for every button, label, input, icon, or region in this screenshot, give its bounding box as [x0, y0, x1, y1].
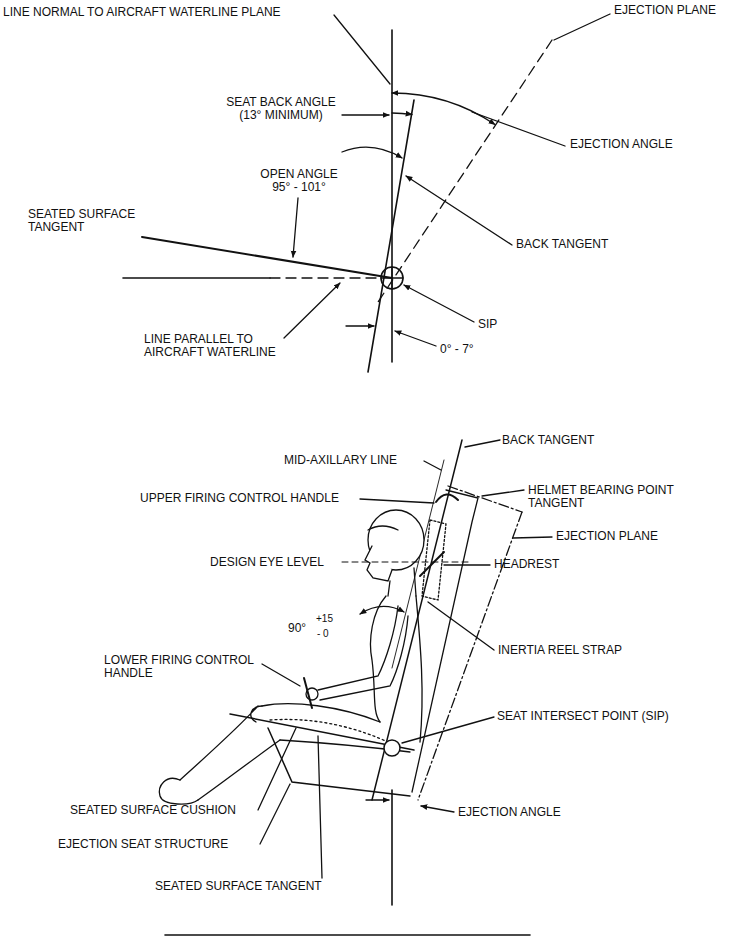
back-tangent-line	[372, 440, 462, 800]
leader-line	[465, 440, 500, 447]
leader-line	[318, 736, 322, 878]
callout-label: 0° - 7°	[440, 343, 520, 356]
leader-line	[402, 717, 494, 743]
leader-line	[444, 564, 490, 565]
callout-label: HELMET BEARING POINT TANGENT	[528, 484, 732, 510]
leader-line	[406, 176, 512, 245]
callout-label: SEAT INTERSECT POINT (SIP)	[497, 710, 717, 723]
leader-line	[554, 14, 610, 40]
angle-arrow	[395, 331, 436, 346]
ejection-angle-arrow	[421, 806, 454, 812]
callout-label: - 0	[317, 628, 347, 639]
leg	[180, 706, 262, 780]
callout-label: +15	[316, 613, 346, 624]
callout-label: EJECTION PLANE	[614, 4, 732, 17]
callout-label: EJECTION ANGLE	[570, 138, 720, 151]
eye-level-line	[342, 562, 468, 563]
callout-label: SIP	[478, 318, 528, 331]
headrest	[422, 520, 446, 600]
seat-back-angle-arrow	[342, 114, 389, 115]
callout-label: LINE PARALLEL TO AIRCRAFT WATERLINE	[144, 333, 284, 359]
callout-label: MID-AXILLARY LINE	[284, 454, 422, 467]
callout-label: EJECTION SEAT STRUCTURE	[58, 838, 268, 851]
pilot-figure	[365, 510, 424, 581]
normal-line	[391, 30, 393, 362]
ejection-angle-arrow	[366, 799, 389, 800]
callout-label: LOWER FIRING CONTROL HANDLE	[104, 654, 264, 680]
firing-handle	[304, 678, 312, 708]
callout-label: BACK TANGENT	[516, 238, 656, 251]
ejection-plane-line	[378, 40, 552, 302]
leader-line	[513, 537, 552, 538]
callout-label: OPEN ANGLE 95° - 101°	[256, 168, 342, 194]
callout-label: UPPER FIRING CONTROL HANDLE	[140, 492, 358, 505]
foot	[159, 778, 198, 804]
waterline	[270, 277, 380, 278]
leg	[198, 740, 280, 800]
open-angle-arrow	[293, 198, 298, 257]
angle-arrow	[346, 325, 374, 326]
angle-arc	[360, 606, 404, 614]
sip-symbol	[381, 267, 403, 289]
sip-symbol	[384, 740, 400, 756]
rule-line	[165, 934, 530, 936]
leader-line	[472, 112, 565, 146]
leader-line	[258, 728, 296, 810]
callout-label: SEATED SURFACE CUSHION	[70, 804, 270, 817]
leader-line	[424, 461, 441, 470]
callout-label: SEAT BACK ANGLE (13° MINIMUM)	[222, 96, 340, 122]
leader-line	[404, 285, 474, 322]
face-profile	[365, 546, 392, 581]
torso-front	[371, 596, 386, 722]
leader-line	[482, 490, 524, 496]
leader-line	[260, 784, 290, 844]
waterline	[123, 277, 270, 279]
leader-line	[360, 499, 434, 503]
callout-label: HEADREST	[494, 558, 594, 571]
open-angle-arrow	[342, 147, 402, 158]
ejection-angle-arc	[392, 93, 495, 125]
seat-cushion	[270, 719, 388, 742]
callout-label: EJECTION ANGLE	[458, 806, 608, 819]
callout-label: BACK TANGENT	[502, 434, 642, 447]
callout-label: LINE NORMAL TO AIRCRAFT WATERLINE PLANE	[3, 6, 343, 19]
visor	[368, 526, 398, 530]
normal-line	[391, 790, 393, 905]
callout-label: 90°	[288, 622, 318, 635]
thigh	[262, 704, 380, 722]
callout-label: DESIGN EYE LEVEL	[210, 556, 340, 569]
arm	[320, 616, 408, 700]
neck	[388, 568, 416, 596]
leader-line	[262, 664, 300, 686]
seat-back-angle-arc	[392, 113, 412, 115]
helmet-tangent-line	[448, 486, 522, 512]
callout-label: SEATED SURFACE TANGENT	[155, 880, 375, 893]
seated-surface-line	[142, 237, 392, 278]
torso-back	[416, 596, 422, 742]
callout-label: EJECTION PLANE	[556, 530, 706, 543]
leader-line	[284, 283, 340, 338]
back-tangent-line	[368, 100, 414, 372]
sip-symbol	[381, 267, 403, 289]
callout-label: SEATED SURFACE TANGENT	[28, 208, 148, 234]
leader-line	[428, 602, 494, 650]
upper-firing-handle	[436, 494, 458, 502]
leader-line	[334, 15, 390, 84]
callout-label: INERTIA REEL STRAP	[498, 644, 698, 657]
